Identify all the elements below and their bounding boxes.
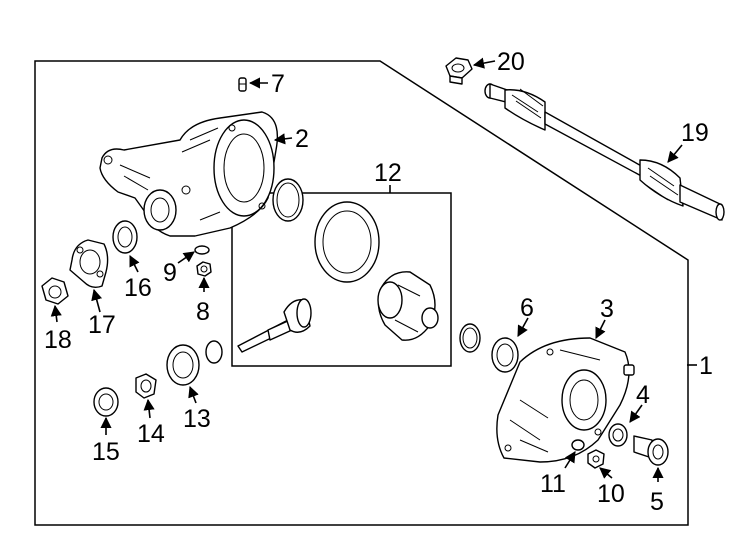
ring-and-pinion-icon — [237, 201, 439, 353]
callout-9: 9 — [163, 259, 177, 287]
vent-icon — [238, 77, 247, 92]
differential-housing-icon — [99, 111, 279, 237]
small-o-ring-icon — [571, 439, 585, 451]
bearing-cone-icon — [135, 373, 157, 399]
output-seal-icon — [608, 423, 628, 447]
callout-17: 17 — [88, 311, 116, 339]
callout-5: 5 — [650, 488, 664, 516]
callout-11: 11 — [540, 470, 566, 498]
washer-icon — [194, 245, 210, 255]
callout-3: 3 — [600, 295, 614, 323]
side-bearing-icon — [491, 337, 519, 373]
callout-12: 12 — [374, 159, 402, 187]
callout-14: 14 — [137, 420, 165, 448]
bearing-cup-icon — [93, 387, 119, 417]
axle-nut-icon — [445, 57, 473, 85]
ring-pinion-box — [231, 192, 452, 367]
callout-18: 18 — [44, 326, 72, 354]
o-ring-icon — [272, 178, 304, 222]
leader-lines — [50, 57, 697, 482]
callout-7: 7 — [271, 70, 285, 98]
shim-icon — [205, 340, 223, 364]
callout-1: 1 — [699, 352, 713, 380]
drain-plug-icon — [587, 449, 605, 469]
callout-16: 16 — [124, 274, 152, 302]
callout-10: 10 — [597, 480, 625, 508]
callout-labels: 20 19 7 2 12 1 3 6 4 5 10 11 9 8 16 17 1… — [44, 48, 713, 516]
callout-6: 6 — [520, 294, 534, 322]
stub-shaft-icon — [633, 435, 669, 466]
callout-13: 13 — [183, 405, 211, 433]
bearing-icon — [166, 344, 200, 386]
callout-4: 4 — [636, 381, 650, 409]
callout-2: 2 — [295, 125, 309, 153]
assembly-frame — [34, 60, 689, 526]
callout-19: 19 — [681, 119, 709, 147]
callout-15: 15 — [92, 438, 120, 466]
callout-8: 8 — [196, 298, 210, 326]
differential-cover-icon — [496, 337, 635, 463]
seal-icon — [112, 220, 138, 254]
callout-20: 20 — [497, 48, 525, 76]
flange-icon — [69, 239, 109, 289]
half-shaft-icon — [484, 83, 725, 221]
flange-nut-icon — [41, 277, 69, 305]
plug-icon — [196, 261, 212, 277]
